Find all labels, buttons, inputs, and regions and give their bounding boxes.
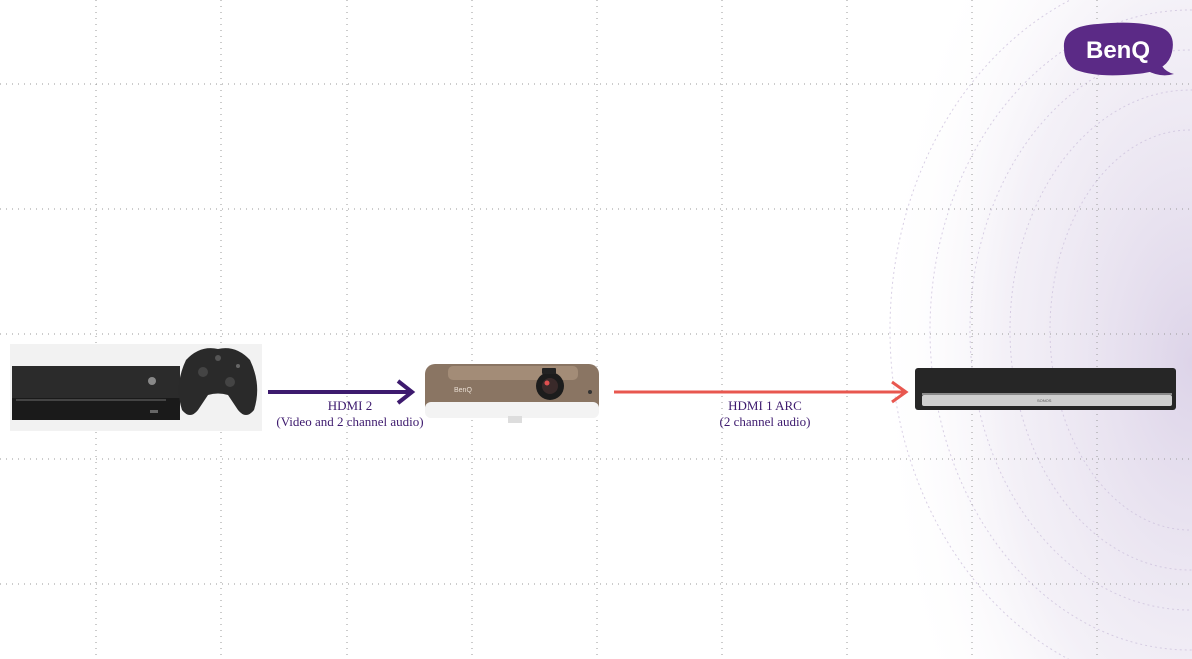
hdmi1-arc-caption: HDMI 1 ARC (2 channel audio) xyxy=(650,398,880,430)
swirl-rings xyxy=(889,0,1192,659)
hdmi1-arc-arrow xyxy=(614,380,909,404)
decorative-swirl xyxy=(840,0,1192,659)
hdmi1-arc-label: HDMI 1 ARC xyxy=(728,398,802,413)
brand-wordmark: BenQ xyxy=(1086,37,1150,64)
hdmi2-detail: (Video and 2 channel audio) xyxy=(276,414,424,429)
projector-device: BenQ xyxy=(425,364,599,423)
hdmi2-caption: HDMI 2 (Video and 2 channel audio) xyxy=(240,398,460,430)
hdmi2-arrow xyxy=(268,379,416,405)
xbox-logo-icon xyxy=(148,377,156,385)
hdmi1-arc-detail: (2 channel audio) xyxy=(719,414,811,429)
svg-text:BenQ: BenQ xyxy=(454,387,472,394)
soundbar-brand: SONOS xyxy=(1037,398,1052,403)
hdmi2-label: HDMI 2 xyxy=(327,398,373,413)
game-console-device xyxy=(10,344,262,431)
soundbar-device: SONOS xyxy=(915,368,1176,410)
benq-logo: BenQ xyxy=(1063,22,1174,76)
